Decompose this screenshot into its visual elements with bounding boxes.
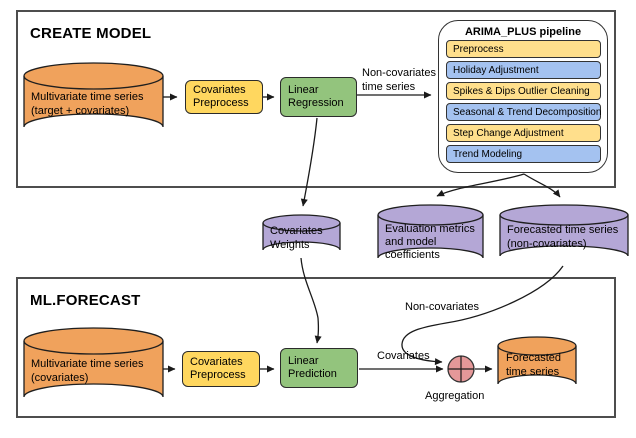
covariates-preprocess-label-top: Covariates Preprocess — [193, 83, 249, 110]
arima-plus-pipeline-title: ARIMA_PLUS pipeline — [464, 26, 582, 38]
output-cylinder-label: Forecasted time series — [506, 352, 562, 378]
covariates-weights-label: Covariates Weights — [270, 225, 323, 251]
pipeline-step-label: Step Change Adjustment — [453, 127, 564, 139]
pipeline-step-spikes-dips: Spikes & Dips Outlier Cleaning — [446, 82, 601, 100]
covariates-label: Covariates — [377, 350, 430, 362]
linear-regression-label: Linear Regression — [288, 83, 344, 110]
pipeline-step-trend-modeling: Trend Modeling — [446, 145, 601, 163]
pipeline-step-seasonal-trend: Seasonal & Trend Decomposition — [446, 103, 601, 121]
pipeline-step-holiday-adjustment: Holiday Adjustment — [446, 61, 601, 79]
pipeline-step-label: Spikes & Dips Outlier Cleaning — [453, 85, 590, 97]
linear-prediction-box: Linear Prediction — [280, 348, 358, 388]
ml-forecast-title: ML.FORECAST — [30, 292, 141, 309]
non-covariates-time-series-label: Non-covariates time series — [362, 67, 436, 93]
arima-plus-pipeline-container: ARIMA_PLUS pipeline Preprocess Holiday A… — [438, 20, 608, 173]
pipeline-step-step-change: Step Change Adjustment — [446, 124, 601, 142]
evaluation-metrics-label: Evaluation metrics and model coefficient… — [385, 223, 475, 261]
input-cylinder-label-top: Multivariate time series (target + covar… — [31, 91, 144, 117]
create-model-title: CREATE MODEL — [30, 25, 152, 42]
aggregation-label: Aggregation — [425, 390, 485, 402]
covariates-preprocess-box-bottom: Covariates Preprocess — [182, 351, 260, 387]
pipeline-step-label: Seasonal & Trend Decomposition — [453, 106, 602, 118]
covariates-preprocess-box-top: Covariates Preprocess — [185, 80, 263, 114]
input-cylinder-label-bottom: Multivariate time series (covariates) — [31, 358, 144, 384]
linear-prediction-label: Linear Prediction — [288, 354, 337, 381]
linear-regression-box: Linear Regression — [280, 77, 357, 117]
covariates-preprocess-label-bottom: Covariates Preprocess — [190, 355, 246, 382]
forecasted-non-covariates-label: Forecasted time series (non-covariates) — [507, 224, 619, 250]
pipeline-step-label: Preprocess — [453, 43, 504, 55]
pipeline-step-label: Trend Modeling — [453, 148, 523, 160]
pipeline-step-label: Holiday Adjustment — [453, 64, 539, 76]
non-covariates-label: Non-covariates — [405, 301, 479, 313]
pipeline-step-preprocess: Preprocess — [446, 40, 601, 58]
